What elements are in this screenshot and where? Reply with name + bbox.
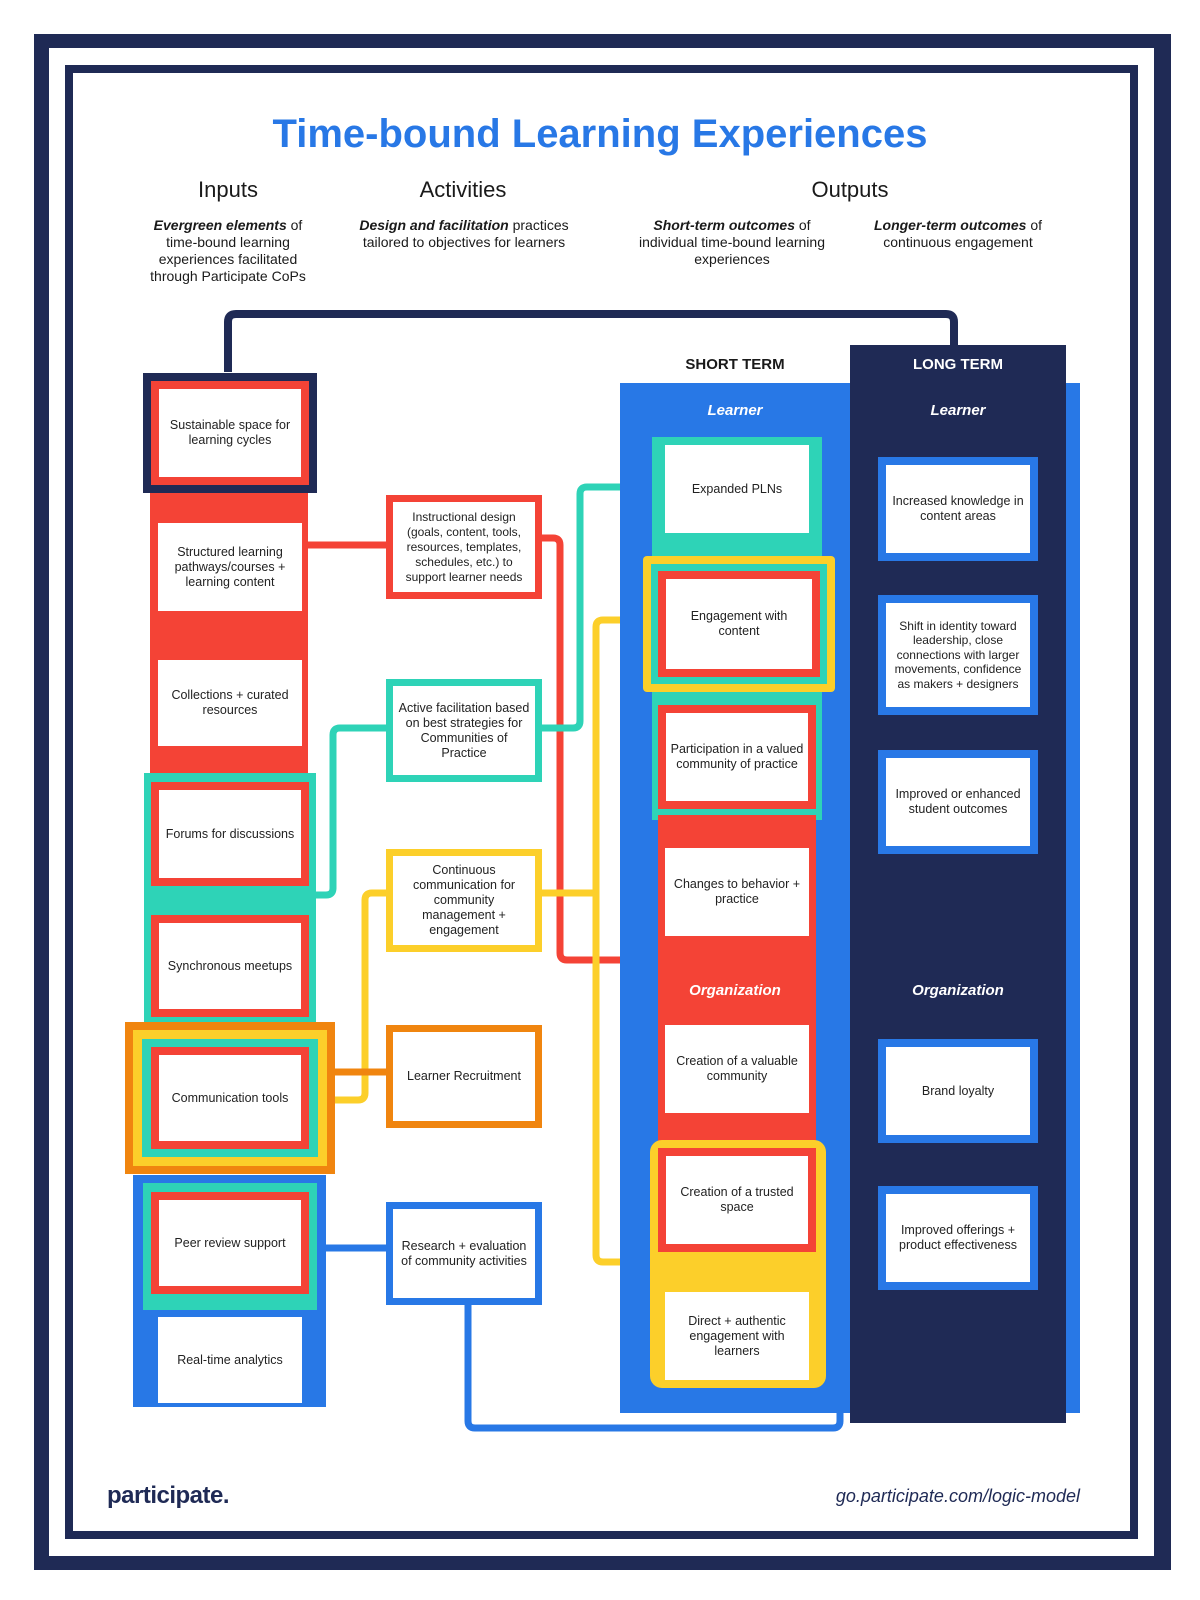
st-trusted-space: Creation of a trusted space <box>666 1156 808 1244</box>
activity-active-facilitation: Active facilitation based on best strate… <box>393 686 535 775</box>
long-term-desc: of continuous engagement <box>883 217 1043 250</box>
footer-url[interactable]: go.participate.com/logic-model <box>835 1486 1080 1506</box>
short-term-emph: Short-term outcomes <box>653 217 795 233</box>
long-org-label: Organization <box>912 982 1004 999</box>
inputs-description: Evergreen elements of time-bound learnin… <box>138 217 318 285</box>
outputs-heading: Outputs <box>811 177 889 202</box>
st-valuable-community: Creation of a valuable community <box>665 1025 809 1113</box>
long-term-description: Longer-term outcomes of continuous engag… <box>858 217 1058 251</box>
inputs-desc: of time-bound learning experiences facil… <box>150 217 306 284</box>
lt-increased-knowledge: Increased knowledge in content areas <box>886 465 1030 553</box>
short-term-description: Short-term outcomes of individual time-b… <box>625 217 839 268</box>
input-sustainable-space: Sustainable space for learning cycles <box>159 389 301 477</box>
input-forums: Forums for discussions <box>159 790 301 878</box>
page-title: Time-bound Learning Experiences <box>272 112 928 156</box>
st-direct-engagement: Direct + authentic engagement with learn… <box>665 1292 809 1380</box>
activities-description: Design and facilitation practices tailor… <box>355 217 573 251</box>
input-communication-tools: Communication tools <box>159 1055 301 1141</box>
short-term-desc: of individual time-bound learning experi… <box>638 217 825 267</box>
st-expanded-plns: Expanded PLNs <box>665 445 809 533</box>
short-org-label: Organization <box>689 982 781 999</box>
st-participation: Participation in a valued community of p… <box>666 713 808 801</box>
participate-logo: participate. <box>107 1482 230 1509</box>
activity-research-evaluation: Research + evaluation of community activ… <box>393 1209 535 1298</box>
input-peer-review: Peer review support <box>159 1200 301 1286</box>
lt-identity-shift: Shift in identity toward leadership, clo… <box>886 603 1030 707</box>
input-collections: Collections + curated resources <box>158 660 302 746</box>
long-term-emph: Longer-term outcomes <box>873 217 1027 233</box>
activities-heading: Activities <box>419 177 507 202</box>
input-synchronous-meetups: Synchronous meetups <box>159 923 301 1009</box>
inputs-heading: Inputs <box>198 177 258 202</box>
st-engagement-content: Engagement with content <box>666 579 812 669</box>
long-term-label: LONG TERM <box>913 356 1003 373</box>
activity-instructional-design: Instructional design (goals, content, to… <box>393 502 535 592</box>
activity-continuous-communication: Continuous communication for community m… <box>393 856 535 945</box>
short-learner-label: Learner <box>707 402 763 419</box>
lt-brand-loyalty: Brand loyalty <box>886 1047 1030 1135</box>
lt-improved-offerings: Improved offerings + product effectivene… <box>886 1194 1030 1282</box>
lt-student-outcomes: Improved or enhanced student outcomes <box>886 758 1030 846</box>
input-structured-pathways: Structured learning pathways/courses + l… <box>158 523 302 611</box>
inputs-emph: Evergreen elements <box>153 217 287 233</box>
st-behavior-change: Changes to behavior + practice <box>665 848 809 936</box>
activity-learner-recruitment: Learner Recruitment <box>393 1032 535 1121</box>
long-learner-label: Learner <box>930 402 986 419</box>
input-realtime-analytics: Real-time analytics <box>158 1317 302 1403</box>
short-term-label: SHORT TERM <box>685 356 785 373</box>
activities-desc: practices tailored to objectives for lea… <box>362 217 569 250</box>
activities-emph: Design and facilitation <box>359 217 509 233</box>
